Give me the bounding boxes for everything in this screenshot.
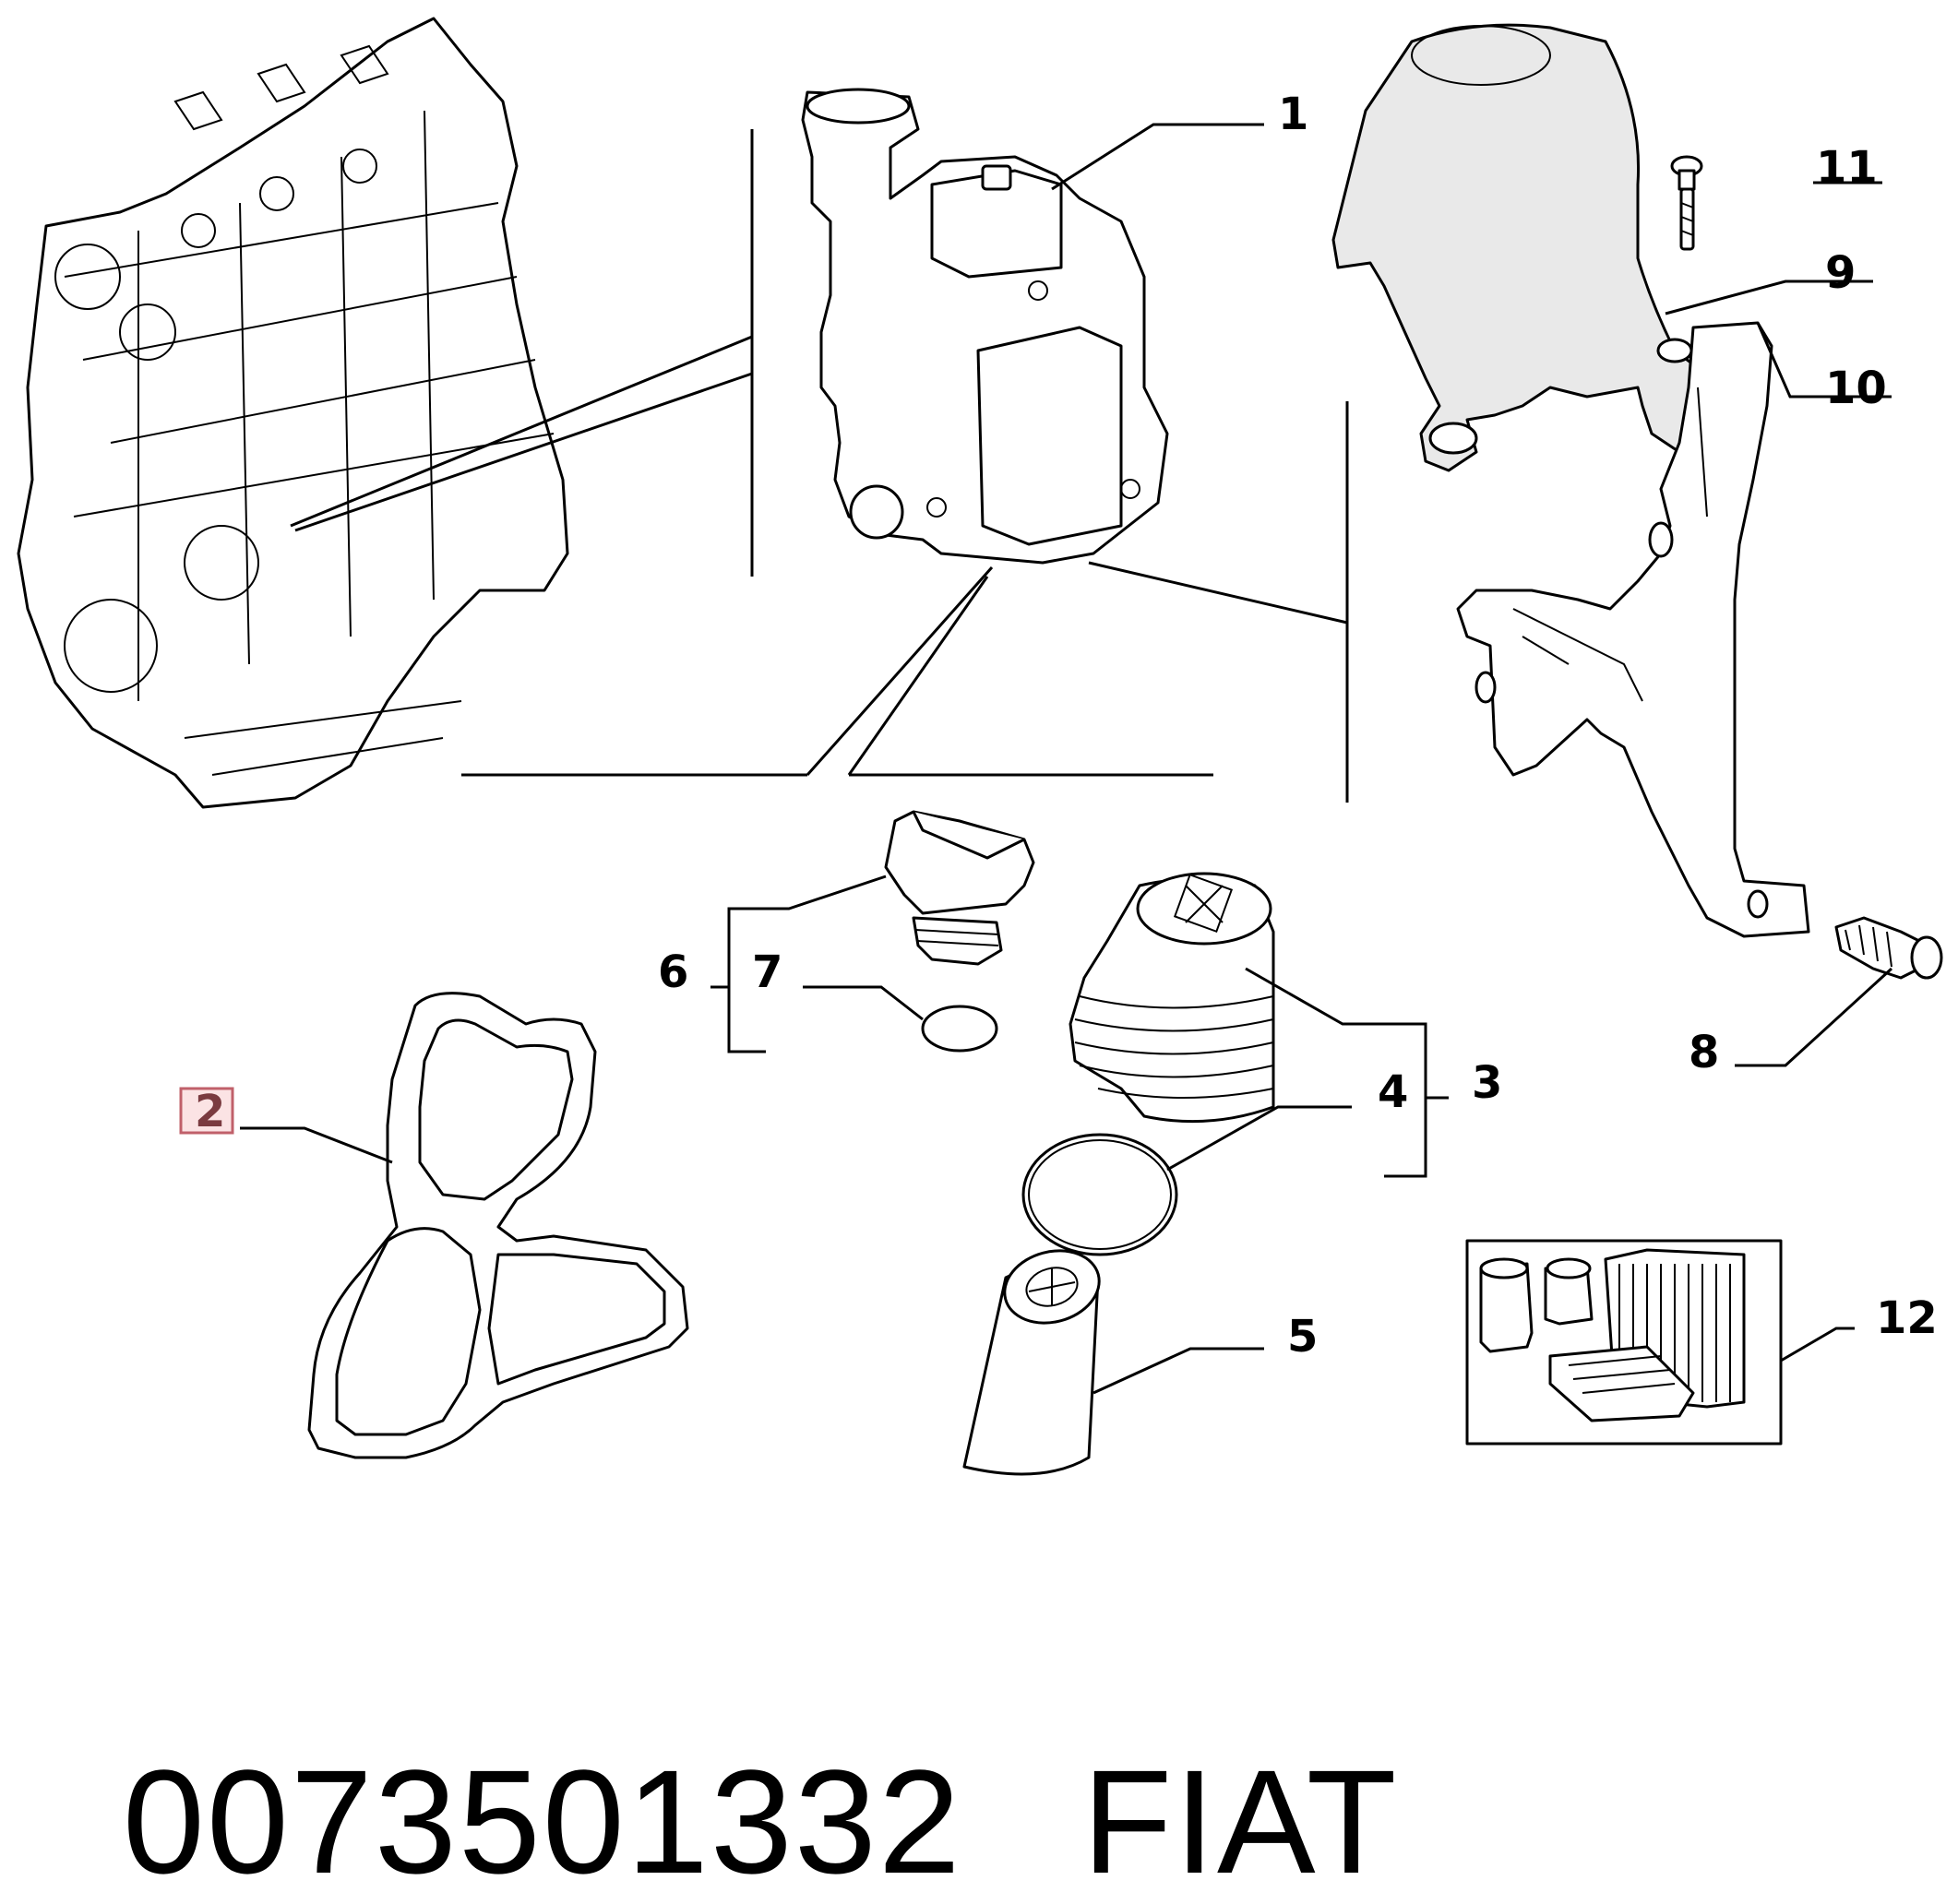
oil-filter-cap-housing xyxy=(1069,872,1275,1124)
engine-block-illustration xyxy=(17,17,569,809)
callout-8: 8 xyxy=(1689,1027,1719,1078)
callout-1: 1 xyxy=(1278,89,1308,140)
bolt-part-11 xyxy=(1670,155,1703,251)
callout-labels: 1 11 9 10 8 2 6 7 4 3 5 12 xyxy=(179,89,1938,1363)
callout-5: 5 xyxy=(1287,1311,1318,1363)
callout-12: 12 xyxy=(1876,1292,1938,1344)
oil-filter-housing xyxy=(801,88,1169,565)
bolt-part-8 xyxy=(1834,916,1943,980)
part-number: 0073501332 xyxy=(122,1739,962,1904)
exploded-parts-diagram: 1 11 9 10 8 2 6 7 4 3 5 12 xyxy=(17,17,1943,1476)
gasket-part-2 xyxy=(307,992,689,1459)
callout-9: 9 xyxy=(1825,247,1856,299)
callout-3: 3 xyxy=(1472,1057,1502,1109)
callout-11: 11 xyxy=(1816,142,1878,194)
oil-filter-cartridge xyxy=(962,1249,1101,1476)
callout-10: 10 xyxy=(1825,363,1887,414)
filter-kit-box xyxy=(1465,1239,1783,1446)
callout-4: 4 xyxy=(1378,1066,1408,1118)
callout-leaders xyxy=(240,123,1893,1395)
oil-filler-cap xyxy=(884,810,1035,966)
callout-6: 6 xyxy=(658,946,688,998)
brand-name: FIAT xyxy=(1081,1739,1399,1904)
reference-lines xyxy=(290,129,1349,803)
o-ring-large xyxy=(1021,1133,1178,1256)
callout-7: 7 xyxy=(752,946,782,998)
bracket-part-10 xyxy=(1456,321,1810,938)
callout-2[interactable]: 2 xyxy=(195,1086,225,1137)
callout-2-highlight xyxy=(179,1087,234,1135)
heat-shield-cover xyxy=(1331,23,1710,472)
o-ring-small xyxy=(921,1005,998,1053)
